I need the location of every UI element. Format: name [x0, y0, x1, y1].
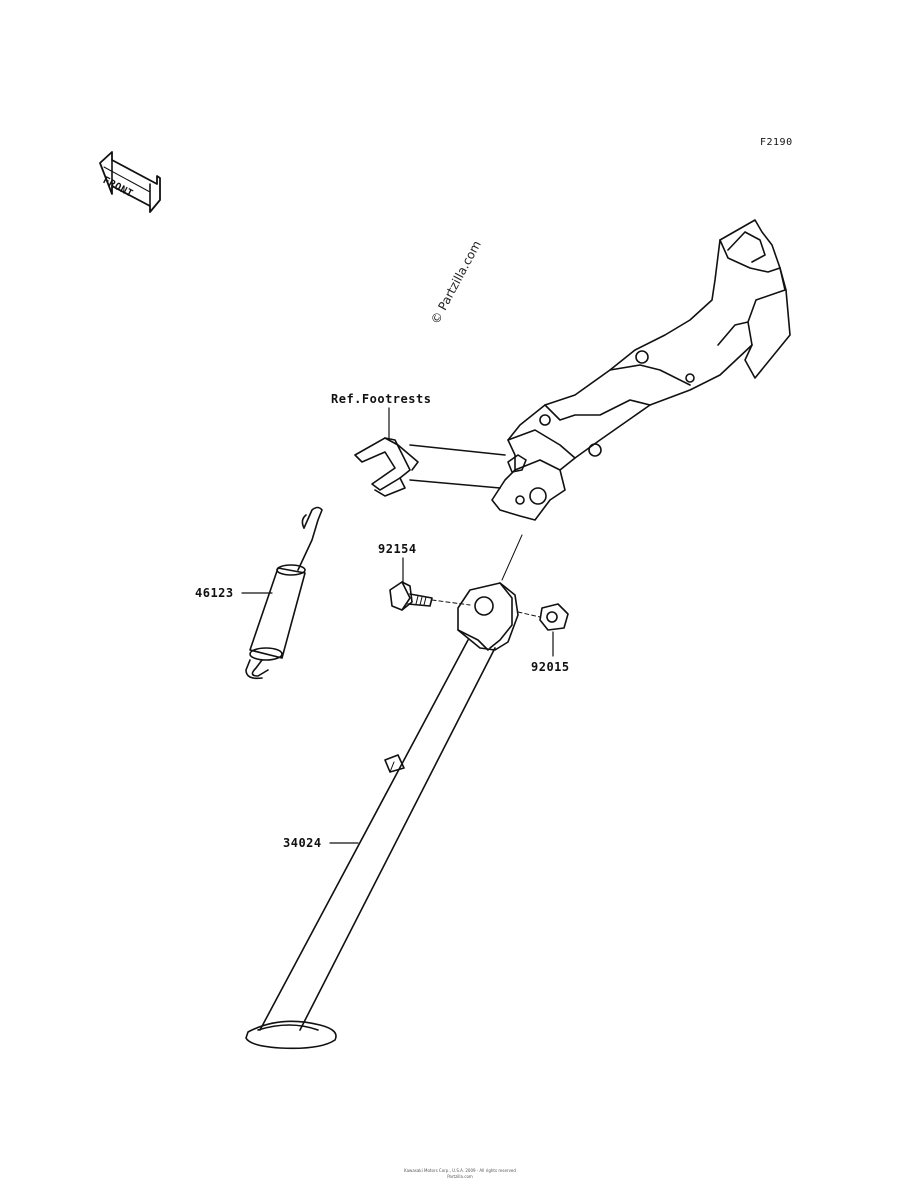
figure-id: F2190 [760, 137, 793, 148]
footer-copyright-1: Kawasaki Motors Corp., U.S.A. 2009 · All… [404, 1168, 516, 1173]
footer-copyright-2: Partzilla.com [447, 1174, 473, 1179]
footrest-bracket [491, 219, 791, 521]
nut [517, 603, 569, 631]
spring [245, 506, 323, 680]
side-stand [245, 582, 519, 1050]
callout-ref-footrests: Ref.Footrests [331, 392, 432, 406]
callout-92015: 92015 [531, 660, 570, 674]
footrest-mount [354, 437, 506, 497]
bolt [389, 581, 471, 611]
callout-46123: 46123 [195, 586, 234, 600]
callout-92154: 92154 [378, 542, 417, 556]
callout-34024: 34024 [283, 836, 322, 850]
front-arrow-icon [99, 151, 161, 213]
assembly-link-line [501, 534, 523, 581]
